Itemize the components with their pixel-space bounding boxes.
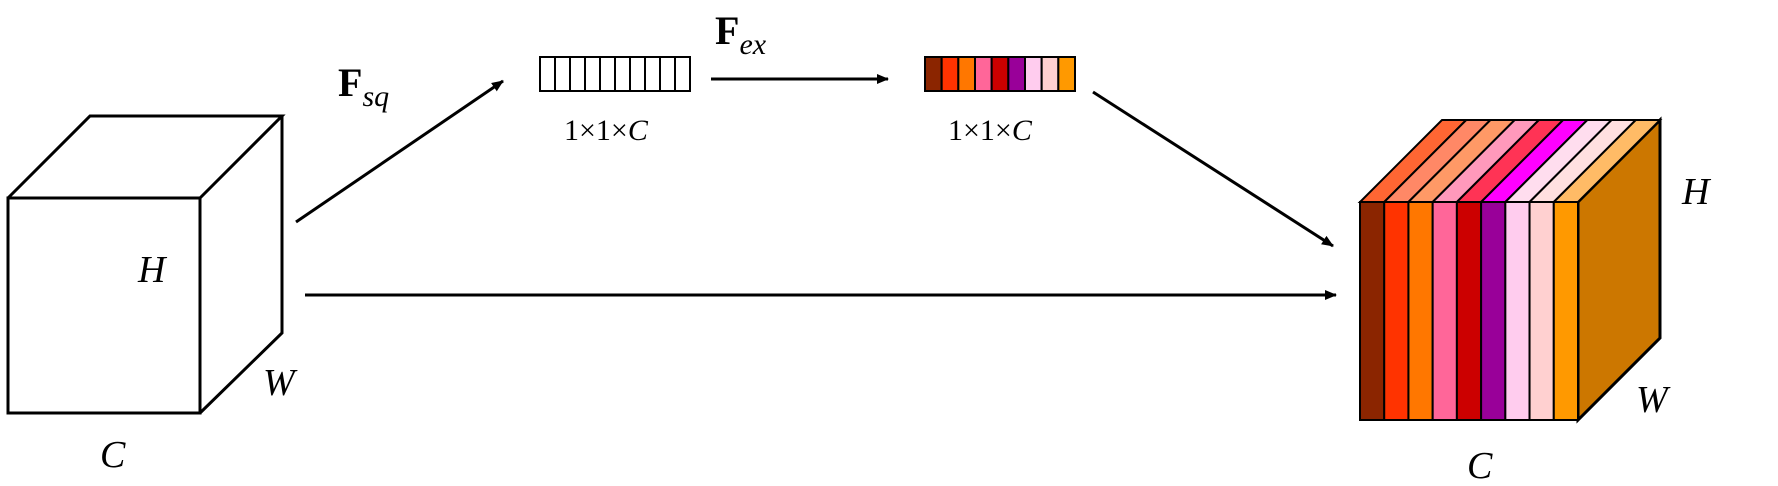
excitation-op-sub: ex <box>739 28 766 61</box>
squeeze-vector-cell <box>584 56 601 92</box>
excitation-vector-cell <box>924 56 943 92</box>
squeeze-dim-c: C <box>628 114 649 147</box>
output-label-w: W <box>1636 379 1671 421</box>
input-label-h: H <box>137 249 168 291</box>
input-cube-side-face <box>198 116 284 415</box>
excitation-label: Fex <box>715 8 767 61</box>
excitation-dim-c: C <box>1012 114 1033 147</box>
squeeze-vector-cell <box>614 56 631 92</box>
squeeze-op-main: F <box>338 60 362 105</box>
squeeze-arrow <box>295 79 504 224</box>
squeeze-dim-label: 1×1×C <box>564 114 649 147</box>
squeeze-vector-cell <box>539 56 556 92</box>
squeeze-vector-cell <box>644 56 661 92</box>
output-front-strip <box>1504 201 1531 421</box>
squeeze-vector-cell <box>554 56 571 92</box>
output-label-h: H <box>1681 171 1712 213</box>
squeeze-vector-cell <box>599 56 616 92</box>
squeeze-vector <box>539 56 691 92</box>
excitation-vector-cell <box>974 56 993 92</box>
output-front-strip <box>1552 201 1580 421</box>
output-label-c: C <box>1467 445 1493 486</box>
squeeze-vector-cell <box>569 56 586 92</box>
squeeze-vector-cell <box>659 56 676 92</box>
squeeze-vector-cell <box>674 56 691 92</box>
excitation-vector-cell <box>1007 56 1026 92</box>
output-front-strip <box>1359 201 1386 421</box>
squeeze-dim-prefix: 1×1× <box>564 114 628 147</box>
input-tensor-cube <box>6 114 286 415</box>
excitation-dim-prefix: 1×1× <box>948 114 1012 147</box>
excitation-vector-cell <box>940 56 960 92</box>
output-front-strip <box>1455 201 1483 421</box>
squeeze-vector-cell <box>629 56 646 92</box>
scale-arrow <box>1092 90 1334 248</box>
excitation-vector-cell <box>957 56 976 92</box>
excitation-vector <box>924 56 1077 92</box>
excitation-vector-cell <box>990 56 1010 92</box>
input-label-w: W <box>263 362 298 404</box>
output-front-strip <box>1528 201 1555 421</box>
excitation-vector-cell <box>1057 56 1077 92</box>
squeeze-label: Fsq <box>338 60 389 113</box>
output-front-strip <box>1383 201 1410 421</box>
input-label-c: C <box>100 434 126 476</box>
excitation-vector-cell <box>1040 56 1060 92</box>
excitation-op-main: F <box>715 8 739 53</box>
output-cube-front-face <box>1359 201 1580 421</box>
output-tensor-cube <box>1357 116 1663 424</box>
output-front-strip <box>1480 201 1507 421</box>
squeeze-op-sub: sq <box>362 80 389 113</box>
input-cube-front-face <box>6 196 202 415</box>
input-cube-top-face <box>6 114 286 200</box>
excitation-dim-label: 1×1×C <box>948 114 1033 147</box>
output-front-strip <box>1407 201 1434 421</box>
excitation-vector-cell <box>1024 56 1043 92</box>
output-front-strip <box>1431 201 1458 421</box>
